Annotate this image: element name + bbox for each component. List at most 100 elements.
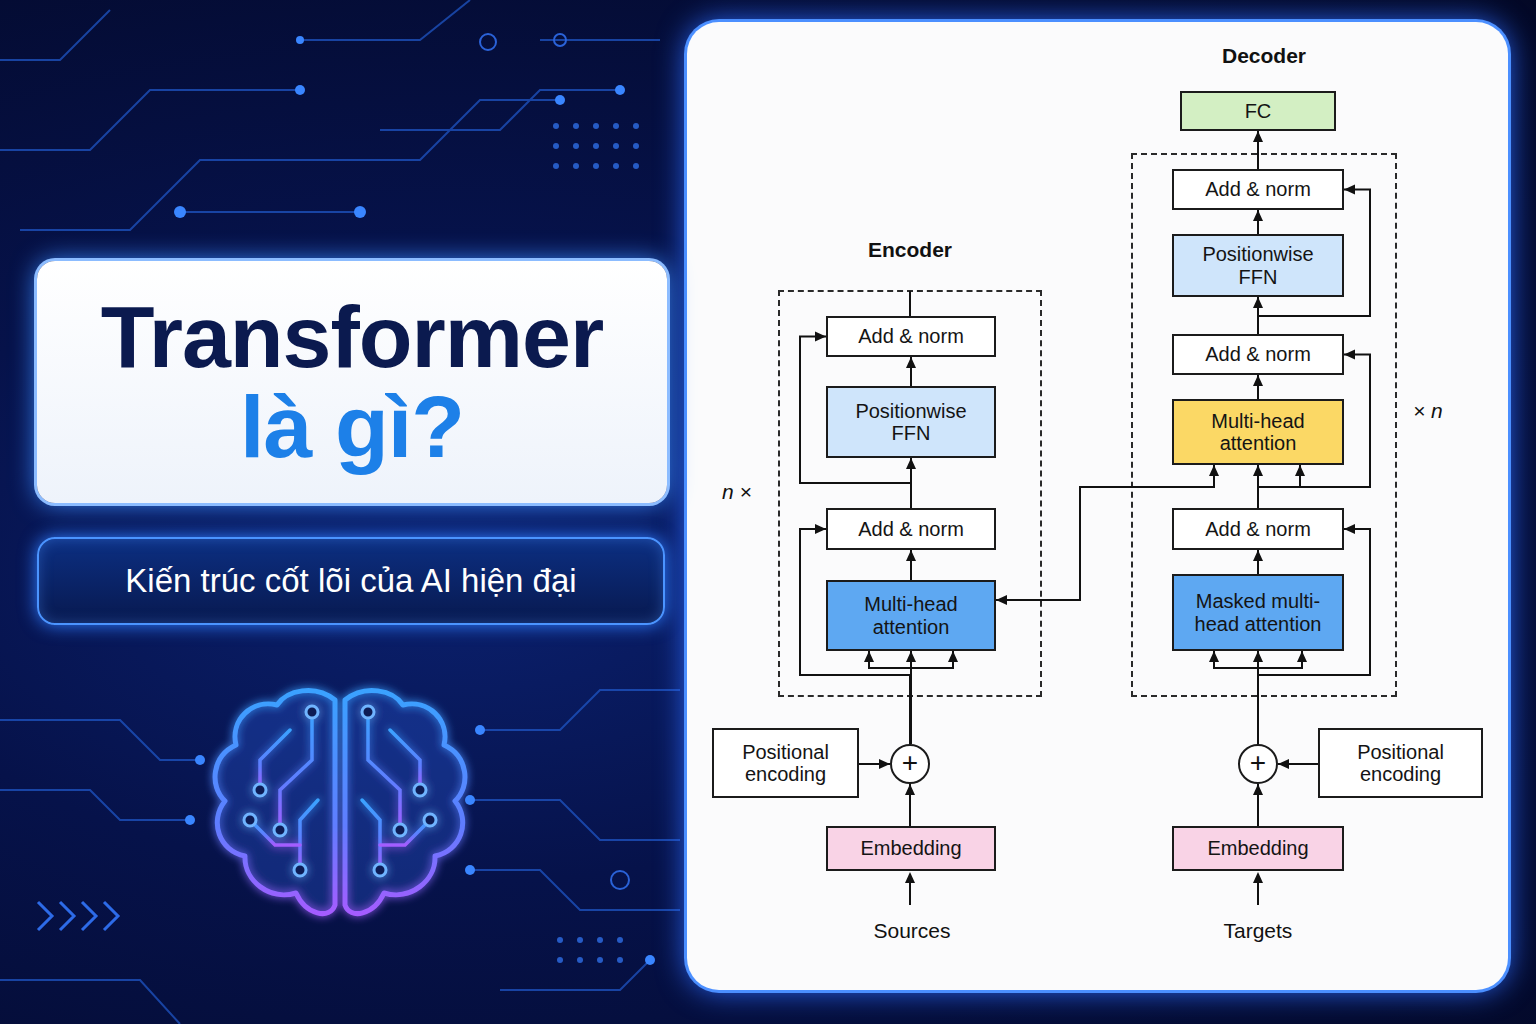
arrow-head [1209, 465, 1219, 476]
connector-line [996, 465, 1214, 600]
arrow-head [1344, 185, 1355, 195]
encoder-block: EncoderAdd & normPositionwise FFNAdd & n… [778, 290, 1042, 697]
connector-line [800, 529, 910, 744]
connector-arrow [1253, 297, 1263, 334]
connector-line [859, 763, 890, 765]
node-text: Multi-head attention [842, 593, 980, 638]
node-text: Multi-head attention [1188, 410, 1328, 455]
add-norm-box: Add & norm [1172, 169, 1344, 210]
arrow-head [1253, 131, 1263, 142]
connector-arrow [1253, 784, 1263, 826]
connector-line [800, 337, 911, 509]
connector-arrow [1253, 375, 1263, 399]
arrow-head [1253, 375, 1263, 386]
connector-line [1257, 784, 1259, 826]
node-text: Add & norm [1205, 343, 1311, 365]
title-box: Transformerlà gì? [37, 261, 667, 503]
node-text: Positionwise FFN [1188, 243, 1328, 288]
connector-line [1258, 529, 1370, 744]
arrow-head [906, 458, 916, 469]
node-text: Add & norm [1205, 178, 1311, 200]
arrow-head [1253, 872, 1263, 883]
connector-line [1257, 651, 1259, 744]
decoder-block: DecoderAdd & normPositionwise FFNAdd & n… [1131, 153, 1397, 697]
connector-line [1257, 131, 1259, 169]
fc-box: FC [1180, 91, 1336, 131]
positional-encoding-box: Positional encoding [1318, 728, 1483, 798]
source-input-line [909, 882, 911, 905]
connector-arrow [800, 524, 910, 744]
attention-box: Multi-head attention [1172, 399, 1344, 465]
connector-arrow [905, 784, 915, 826]
arrow-head [1253, 784, 1263, 795]
arrow-head [1253, 297, 1263, 308]
chevron-decoration [38, 902, 118, 930]
block-heading: Decoder [1093, 44, 1435, 68]
node-text: Masked multi-head attention [1188, 590, 1328, 635]
connector-line [910, 458, 912, 508]
arrow-head [879, 759, 890, 769]
connector-arrow [906, 458, 916, 508]
connector-arrow [906, 357, 916, 386]
connector-arrow [1253, 131, 1263, 169]
arrow-head [905, 784, 915, 795]
connector-line [1257, 465, 1259, 508]
embedding-box: Embedding [1172, 826, 1344, 871]
arrow-head [1253, 465, 1263, 476]
arrow-head [1253, 651, 1263, 662]
arrow-head [1253, 550, 1263, 561]
connector-line [910, 550, 912, 580]
connector-arrow [859, 759, 890, 769]
ffn-box: Positionwise FFN [826, 386, 996, 458]
node-text: Add & norm [858, 325, 964, 347]
connector-arrow [1253, 550, 1263, 574]
subtitle-box: Kiến trúc cốt lõi của AI hiện đại [37, 537, 665, 625]
connector-line [1258, 465, 1300, 487]
connector-line [1258, 651, 1302, 668]
arrow-head [1295, 465, 1305, 476]
input-label: Targets [1224, 919, 1293, 943]
arrow-head [996, 595, 1007, 605]
connector-arrow [800, 332, 911, 509]
node-text: Kiến trúc cốt lõi của AI hiện đại [125, 562, 576, 600]
circuit-trace [0, 0, 680, 1024]
node-text: Embedding [860, 837, 961, 859]
add-norm-box: Add & norm [826, 508, 996, 550]
connector-line [1258, 355, 1370, 509]
brain-illustration [215, 691, 465, 914]
arrow-head [815, 332, 826, 342]
arrow-head [1278, 759, 1289, 769]
node-text: Embedding [1207, 837, 1308, 859]
node-text: Positionwise FFN [842, 400, 980, 445]
connector-line [1257, 550, 1259, 574]
connector-line [909, 784, 911, 826]
masked-attention-box: Masked multi-head attention [1172, 574, 1344, 651]
arrow-head [864, 651, 874, 662]
connector-arrow [906, 550, 916, 580]
block-heading: Encoder [740, 238, 1080, 262]
connector-line [1214, 651, 1258, 668]
attention-box: Multi-head attention [826, 580, 996, 651]
node-text: FC [1245, 100, 1272, 122]
add-norm-box: Add & norm [1172, 334, 1344, 375]
arrow-head [906, 651, 916, 662]
node-text: Transformer [101, 292, 604, 382]
node-text: Positional encoding [1334, 741, 1467, 786]
connector-arrow [1253, 210, 1263, 234]
ffn-box: Positionwise FFN [1172, 234, 1344, 297]
sum-circle: + [1238, 744, 1278, 784]
node-text: Add & norm [1205, 518, 1311, 540]
connector-arrow [1209, 651, 1307, 744]
connector-arrow [864, 651, 958, 744]
arrow-head [1344, 524, 1355, 534]
connector-arrow [1278, 759, 1318, 769]
connector-arrow [1258, 185, 1370, 335]
add-norm-box: Add & norm [826, 316, 996, 357]
connector-line [1278, 763, 1318, 765]
arrow-head [1344, 350, 1355, 360]
connector-arrow [996, 465, 1219, 605]
sum-circle: + [890, 744, 930, 784]
connector-line [1257, 297, 1259, 334]
diagram-panel [687, 22, 1508, 990]
arrow-head [906, 357, 916, 368]
